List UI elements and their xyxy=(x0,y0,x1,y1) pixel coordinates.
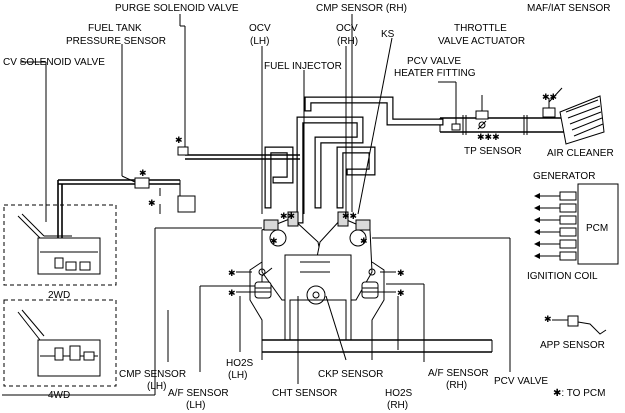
intake-manifold-pipes xyxy=(264,96,444,224)
exhaust-lh: ✱ ✱ xyxy=(228,261,273,360)
exhaust-rh: ✱ ✱ xyxy=(361,261,405,360)
air-cleaner xyxy=(559,95,605,145)
label-throttle-1: THROTTLE xyxy=(454,23,507,34)
svg-text:✱: ✱ xyxy=(139,168,147,178)
label-af-sensor-rh-2: (RH) xyxy=(446,380,467,391)
label-fuel-injector: FUEL INJECTOR xyxy=(264,61,342,72)
label-ho2s-lh-2: (LH) xyxy=(228,370,247,381)
svg-text:✱✱: ✱✱ xyxy=(280,211,295,221)
leader-lines xyxy=(167,14,511,384)
exhaust-pipe xyxy=(262,339,493,353)
label-generator: GENERATOR xyxy=(533,171,595,182)
label-throttle-2: VALVE ACTUATOR xyxy=(438,36,525,47)
svg-text:✱: ✱ xyxy=(397,268,405,278)
label-cmp-sensor-lh-1: CMP SENSOR xyxy=(119,369,186,380)
label-pcv-heater-2: HEATER FITTING xyxy=(394,68,476,79)
labels: PURGE SOLENOID VALVE CMP SENSOR (RH) MAF… xyxy=(3,3,614,411)
label-pcv-heater-1: PCV VALVE xyxy=(407,56,461,67)
label-af-sensor-lh-1: A/F SENSOR xyxy=(168,388,229,399)
label-cv-solenoid-valve: CV SOLENOID VALVE xyxy=(3,57,105,68)
svg-text:✱: ✱ xyxy=(270,236,278,246)
label-air-cleaner: AIR CLEANER xyxy=(547,148,614,159)
throttle-body: ✱✱✱ xyxy=(475,95,500,142)
evap-lines: ✱ ✱ ✱ xyxy=(2,26,300,396)
label-pcv-valve: PCV VALVE xyxy=(494,376,548,387)
pcv-valve-heater-fitting xyxy=(438,81,461,131)
label-4wd: 4WD xyxy=(48,390,70,401)
label-ocv-lh-2: (LH) xyxy=(250,36,269,47)
label-af-sensor-lh-2: (LH) xyxy=(186,400,205,411)
label-2wd: 2WD xyxy=(48,290,70,301)
svg-text:✱✱: ✱✱ xyxy=(342,211,357,221)
label-pcm: PCM xyxy=(586,223,608,234)
label-app-sensor: APP SENSOR xyxy=(540,340,605,351)
svg-text:✱: ✱ xyxy=(397,288,405,298)
svg-text:✱: ✱ xyxy=(544,314,552,324)
pcm-module xyxy=(534,183,619,265)
label-cht-sensor: CHT SENSOR xyxy=(272,388,337,399)
label-to-pcm-legend: ✱: TO PCM xyxy=(553,388,605,399)
label-ocv-rh-2: (RH) xyxy=(337,36,358,47)
svg-text:✱: ✱ xyxy=(360,236,368,246)
app-sensor: ✱ xyxy=(544,314,607,335)
label-ho2s-lh-1: HO2S xyxy=(226,358,254,369)
svg-text:✱✱✱: ✱✱✱ xyxy=(477,132,500,142)
label-ho2s-rh-2: (RH) xyxy=(387,400,408,411)
fuel-tank-4wd xyxy=(3,299,117,387)
label-fuel-tank-1: FUEL TANK xyxy=(88,23,142,34)
label-tp-sensor: TP SENSOR xyxy=(464,146,522,157)
svg-text:✱: ✱ xyxy=(228,288,236,298)
svg-text:✱: ✱ xyxy=(175,135,183,145)
label-ignition-coil: IGNITION COIL xyxy=(527,271,598,282)
svg-text:✱✱: ✱✱ xyxy=(542,92,557,102)
engine-block: ✱✱ ✱✱ ✱ ✱ xyxy=(261,211,373,341)
label-af-sensor-rh-1: A/F SENSOR xyxy=(428,368,489,379)
label-ks: KS xyxy=(381,29,395,40)
label-ckp-sensor: CKP SENSOR xyxy=(318,369,383,380)
label-cmp-sensor-rh: CMP SENSOR (RH) xyxy=(316,3,407,14)
maf-iat-sensor: ✱✱ xyxy=(542,87,563,118)
label-ocv-rh-1: OCV xyxy=(336,23,358,34)
label-ocv-lh-1: OCV xyxy=(249,23,271,34)
label-maf-iat-sensor: MAF/IAT SENSOR xyxy=(527,3,611,14)
label-ho2s-rh-1: HO2S xyxy=(385,388,413,399)
label-cmp-sensor-lh-2: (LH) xyxy=(147,381,166,392)
label-fuel-tank-2: PRESSURE SENSOR xyxy=(66,36,166,47)
svg-text:✱: ✱ xyxy=(228,268,236,278)
fuel-tank-2wd xyxy=(3,204,117,286)
label-purge-solenoid-valve: PURGE SOLENOID VALVE xyxy=(115,3,239,14)
svg-text:✱: ✱ xyxy=(148,198,156,208)
